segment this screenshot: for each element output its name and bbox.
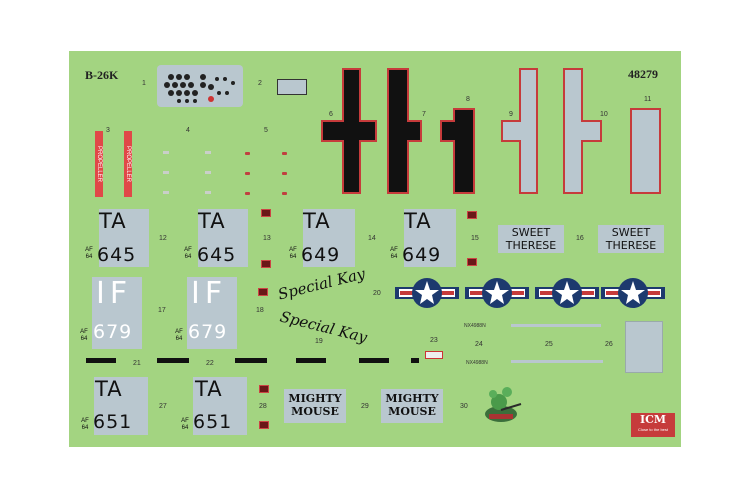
stripe-decal — [511, 360, 603, 363]
decal-number: 15 — [471, 235, 479, 242]
sweet-therese-decal — [498, 225, 564, 253]
decal-number: 24 — [475, 341, 483, 348]
decal-number: 3 — [106, 127, 110, 134]
registration-text: NX4988N — [466, 360, 488, 366]
if-number: 679 — [188, 321, 228, 343]
tail-letters: TA — [404, 209, 432, 233]
placard-decal-23 — [425, 351, 443, 359]
kit-number: 48279 — [628, 67, 658, 81]
decal-number: 21 — [133, 360, 141, 367]
tail-number: 645 — [97, 244, 137, 266]
tail-letters: TA — [303, 209, 331, 233]
decal-number: 26 — [605, 341, 613, 348]
if-code-decal-18 — [187, 277, 237, 349]
if-letters: IF — [96, 276, 133, 311]
decal-number: 2 — [258, 80, 262, 87]
propeller-stripe: PROPELLER — [95, 131, 103, 197]
registration-text: NX4988N — [464, 323, 486, 329]
decal-number: 16 — [576, 235, 584, 242]
tail-number: 649 — [301, 244, 341, 266]
decal-number: 17 — [158, 307, 166, 314]
special-kay-script: Special Kay — [278, 307, 369, 347]
decal-number: 4 — [186, 127, 190, 134]
stripe-decal — [511, 324, 601, 327]
decal-number: 7 — [422, 111, 426, 118]
tail-number: 651 — [93, 411, 133, 433]
decal-number: 5 — [264, 127, 268, 134]
sweet-therese-decal — [598, 225, 664, 253]
tail-number: 651 — [193, 411, 233, 433]
special-kay-script: Special Kay — [276, 264, 367, 304]
instrument-panel-decal — [157, 65, 243, 107]
decal-number: 14 — [368, 235, 376, 242]
tail-letters: TA — [99, 209, 127, 233]
decal-number: 27 — [159, 403, 167, 410]
tail-code-decal-13 — [198, 209, 248, 267]
decal-number: 1 — [142, 80, 146, 87]
placard-decal — [277, 79, 307, 95]
decal-number: 19 — [315, 338, 323, 345]
decal-number: 6 — [329, 111, 333, 118]
instrument-dials-icon — [164, 74, 235, 103]
decal-number: 22 — [206, 360, 214, 367]
tail-code-decal-27 — [94, 377, 148, 435]
tail-code-decal-12 — [99, 209, 149, 267]
tail-code-decal-15 — [404, 209, 456, 267]
mighty-mouse-decal — [284, 389, 346, 423]
decal-number: 9 — [509, 111, 513, 118]
panel-decal-26 — [625, 321, 663, 373]
decal-number: 28 — [259, 403, 267, 410]
decal-number: 10 — [600, 111, 608, 118]
if-letters: IF — [191, 276, 228, 311]
tail-letters: TA — [195, 377, 223, 401]
decal-sheet: B-26K 48279 1 2 3 4 5 6 7 8 9 10 11 12 1… — [69, 51, 681, 447]
decal-number: 18 — [256, 307, 264, 314]
decal-number: 11 — [644, 96, 652, 103]
deicer-boot-decals — [321, 68, 661, 194]
tail-code-decal-14 — [303, 209, 355, 267]
tail-letters: TA — [198, 209, 226, 233]
tail-letters: TA — [95, 377, 123, 401]
decal-number: 23 — [430, 337, 438, 344]
if-number: 679 — [93, 321, 133, 343]
icm-logo: ICM Close to the best — [631, 413, 675, 437]
decal-number: 30 — [460, 403, 468, 410]
tail-number: 645 — [197, 244, 237, 266]
decal-number: 20 — [373, 290, 381, 297]
aircraft-code: B-26K — [85, 68, 119, 82]
decal-number: 13 — [263, 235, 271, 242]
decal-number: 12 — [159, 235, 167, 242]
us-star-roundel-icon — [395, 278, 459, 308]
decal-number: 29 — [361, 403, 369, 410]
tail-code-decal-28 — [193, 377, 247, 435]
propeller-stripe: PROPELLER — [124, 131, 132, 197]
tail-number: 649 — [402, 244, 442, 266]
if-code-decal-17 — [92, 277, 142, 349]
decal-number: 8 — [466, 96, 470, 103]
decal-number: 25 — [545, 341, 553, 348]
star-and-bar-roundels — [395, 278, 665, 308]
mighty-mouse-decal — [381, 389, 443, 423]
mouse-mascot-icon — [485, 387, 522, 422]
